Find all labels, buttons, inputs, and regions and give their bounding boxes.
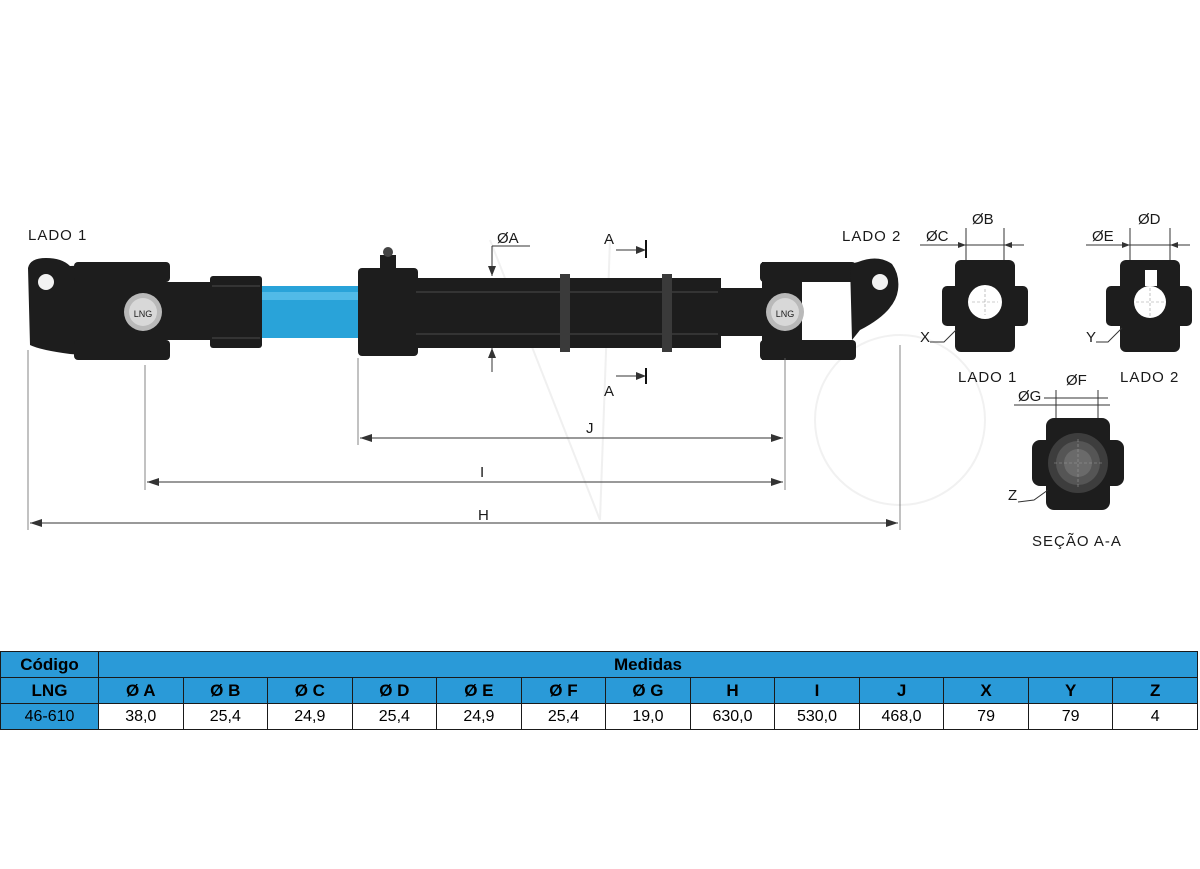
table-row: 46-610 38,0 25,4 24,9 25,4 24,9 25,4 19,… xyxy=(0,703,1198,730)
label-lado-1: LADO 1 xyxy=(28,227,87,244)
dimension-a: ØA xyxy=(488,230,530,372)
table-header-row-2: LNG Ø A Ø B Ø C Ø D Ø E Ø F Ø G H I J X … xyxy=(0,677,1198,704)
dimension-j: J xyxy=(360,420,783,442)
specification-table: Código Medidas LNG Ø A Ø B Ø C Ø D Ø E Ø… xyxy=(0,651,1198,730)
svg-text:A: A xyxy=(604,383,614,400)
cell-value: 630,0 xyxy=(689,703,776,730)
svg-text:H: H xyxy=(478,507,489,524)
row-code: 46-610 xyxy=(0,703,99,730)
col-header: Ø C xyxy=(267,677,353,704)
yoke-eye-right xyxy=(872,274,888,290)
cell-value: 25,4 xyxy=(351,703,438,730)
table-header-row-1: Código Medidas xyxy=(0,651,1198,678)
cell-value: 530,0 xyxy=(774,703,860,730)
section-marker-top: A xyxy=(604,231,647,258)
svg-text:J: J xyxy=(586,420,594,437)
svg-text:ØG: ØG xyxy=(1018,388,1041,405)
col-header: J xyxy=(858,677,945,704)
label-lado-2: LADO 2 xyxy=(842,228,901,245)
end-view-lado-2: ØE ØD Y LADO 2 xyxy=(1086,211,1192,386)
svg-text:ØE: ØE xyxy=(1092,228,1114,245)
col-header: Ø F xyxy=(520,677,607,704)
svg-text:SEÇÃO A-A: SEÇÃO A-A xyxy=(1032,533,1122,550)
cell-value: 4 xyxy=(1112,703,1198,730)
svg-text:ØA: ØA xyxy=(497,230,519,247)
yoke-logo-left: LNG xyxy=(134,309,153,319)
svg-text:LADO 2: LADO 2 xyxy=(1120,369,1179,386)
shaft-assembly: LNG LNG xyxy=(28,247,899,360)
yoke-eye-left xyxy=(38,274,54,290)
col-header: Ø B xyxy=(182,677,269,704)
svg-text:Y: Y xyxy=(1086,329,1096,346)
col-header: Ø G xyxy=(605,677,691,704)
cell-value: 24,9 xyxy=(267,703,353,730)
col-header: X xyxy=(943,677,1029,704)
cell-value: 79 xyxy=(1027,703,1114,730)
col-header: Z xyxy=(1112,677,1198,704)
svg-text:X: X xyxy=(920,329,930,346)
col-header: Ø A xyxy=(98,677,184,704)
cell-value: 25,4 xyxy=(182,703,269,730)
svg-text:LADO 1: LADO 1 xyxy=(958,369,1017,386)
cell-value: 79 xyxy=(943,703,1029,730)
svg-text:ØF: ØF xyxy=(1066,372,1087,389)
cell-value: 468,0 xyxy=(858,703,945,730)
col-header: Y xyxy=(1027,677,1114,704)
cell-value: 38,0 xyxy=(98,703,184,730)
dimension-h: H xyxy=(30,507,898,527)
svg-text:ØB: ØB xyxy=(972,211,994,228)
svg-text:I: I xyxy=(480,464,484,481)
header-codigo: Código xyxy=(0,651,99,678)
cell-value: 25,4 xyxy=(520,703,607,730)
end-view-lado-1: ØC ØB X LADO 1 xyxy=(920,211,1028,386)
section-marker-bottom: A xyxy=(604,368,647,400)
cell-value: 24,9 xyxy=(436,703,522,730)
col-header: I xyxy=(774,677,860,704)
col-header: H xyxy=(689,677,776,704)
svg-text:ØC: ØC xyxy=(926,228,949,245)
technical-drawing: LNG LNG LADO 1 LADO 2 ØA xyxy=(27,211,1192,550)
cell-value: 19,0 xyxy=(605,703,691,730)
header-medidas: Medidas xyxy=(98,651,1198,678)
svg-text:ØD: ØD xyxy=(1138,211,1161,228)
header-brand: LNG xyxy=(0,677,99,704)
col-header: Ø D xyxy=(351,677,438,704)
col-header: Ø E xyxy=(436,677,522,704)
section-view-a-a: ØG ØF Z SEÇÃO A-A xyxy=(1008,372,1124,550)
svg-text:Z: Z xyxy=(1008,487,1017,504)
svg-text:A: A xyxy=(604,231,614,248)
yoke-logo-right: LNG xyxy=(776,309,795,319)
dimension-i: I xyxy=(147,464,783,486)
